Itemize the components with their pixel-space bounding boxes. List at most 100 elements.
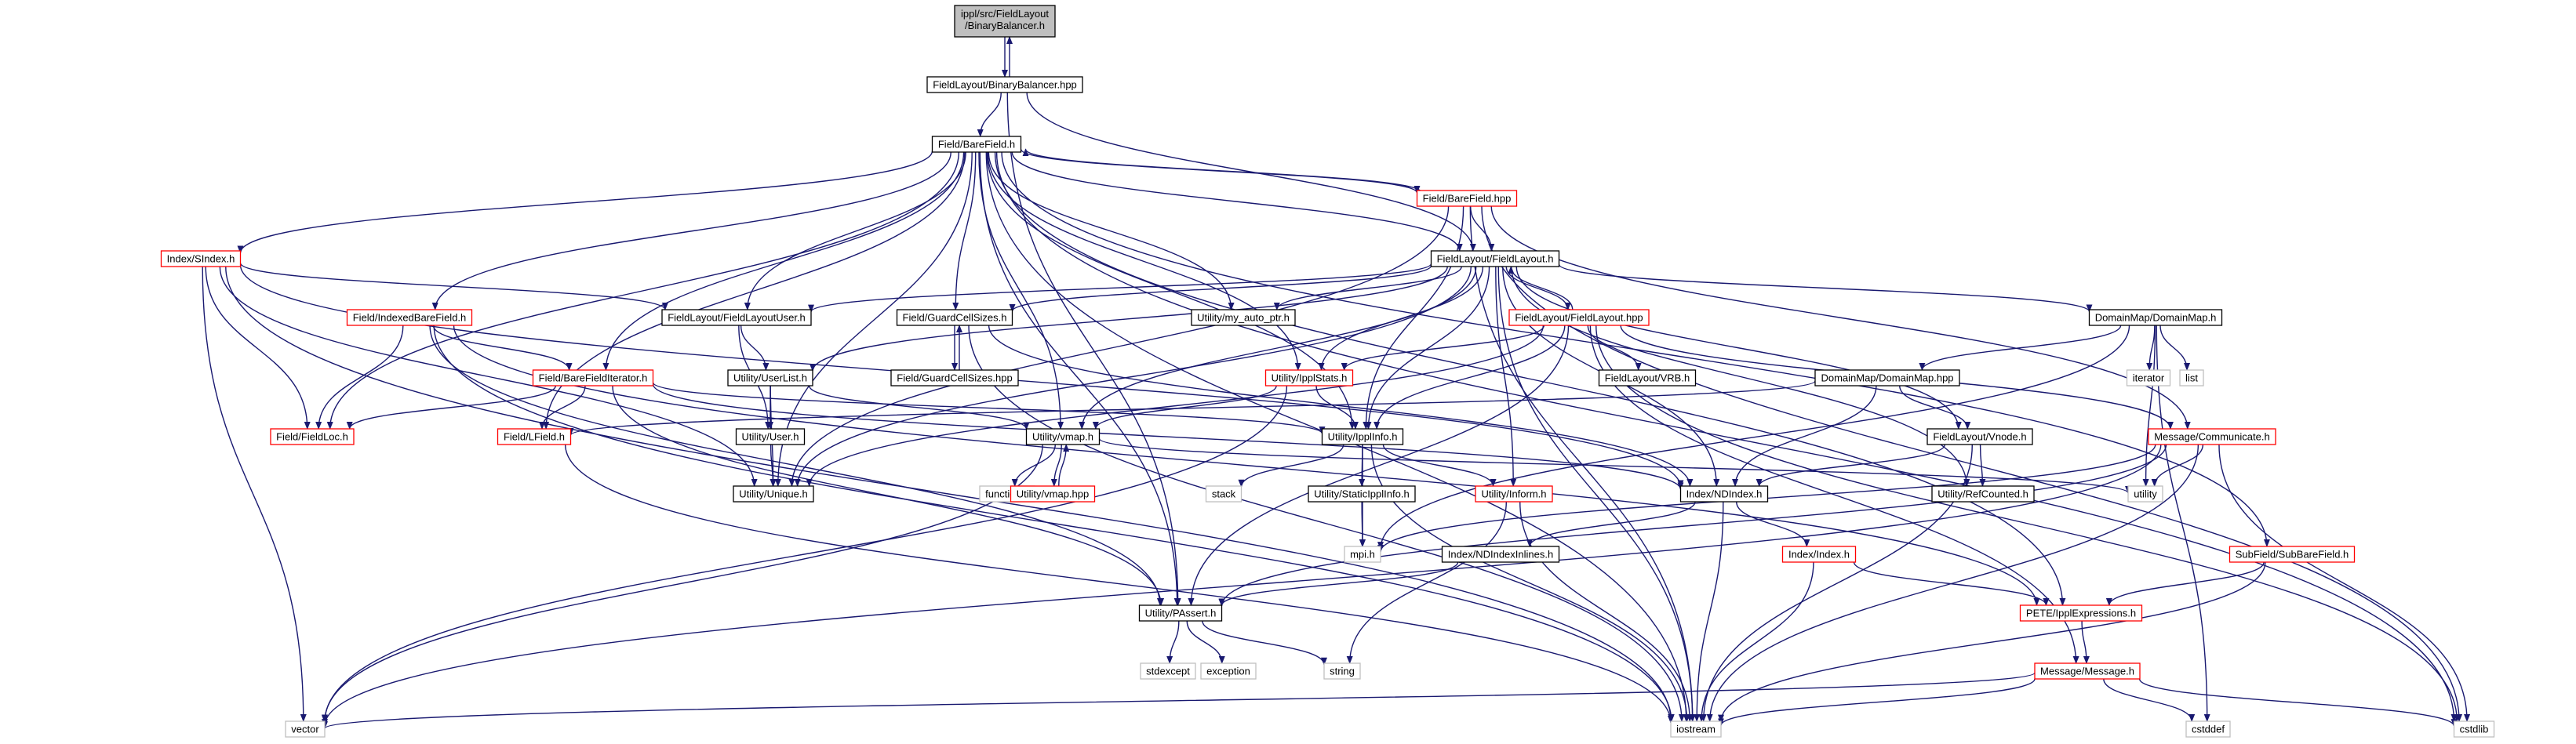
edge <box>2081 620 2090 664</box>
edge <box>740 325 770 371</box>
edge-vmap-to-vmaphpp <box>1050 444 1062 487</box>
edge-inform-to-iostream <box>1519 501 1694 722</box>
node-box <box>2088 309 2223 326</box>
edge-communicate-to-cstdlib <box>2218 444 2471 722</box>
node-box <box>1264 369 1354 387</box>
node-box <box>532 369 654 387</box>
node-box <box>1321 428 1404 445</box>
node-indexedbf[interactable]: Field/IndexedBareField.h <box>346 309 473 326</box>
edge-communicate-to-vector <box>322 444 2162 728</box>
edge <box>968 325 1685 722</box>
node-pete[interactable]: PETE/IpplExpressions.h <box>2019 604 2143 622</box>
node-box <box>1441 546 1560 563</box>
node-stdexcept[interactable]: stdexcept <box>1140 662 1196 680</box>
edge <box>1092 385 1277 430</box>
edge <box>1515 266 1962 430</box>
node-vrb[interactable]: FieldLayout/VRB.h <box>1598 369 1697 387</box>
node-fieldloc[interactable]: Field/FieldLoc.h <box>270 428 355 445</box>
node-refcounted[interactable]: Utility/RefCounted.h <box>1931 485 2035 503</box>
node-box <box>1475 485 1553 503</box>
edge-communicate-to-utility <box>2151 444 2204 487</box>
node-staticippl[interactable]: Utility/StaticIpplInfo.h <box>1308 485 1416 503</box>
node-sindex[interactable]: Index/SIndex.h <box>160 250 242 267</box>
node-exception[interactable]: exception <box>1200 662 1257 680</box>
node-ipplinfo[interactable]: Utility/IpplInfo.h <box>1321 428 1404 445</box>
node-dommaphpp[interactable]: DomainMap/DomainMap.hpp <box>1814 369 1960 387</box>
node-vnode[interactable]: FieldLayout/Vnode.h <box>1927 428 2033 445</box>
edge <box>988 151 1235 310</box>
node-vector[interactable]: vector <box>285 720 326 738</box>
node-label: mpi.h <box>1350 549 1375 561</box>
edge <box>1919 325 2122 371</box>
node-label: string <box>1330 666 1355 677</box>
edge <box>1736 501 1810 547</box>
node-mpi[interactable]: mpi.h <box>1344 546 1381 563</box>
node-dommap[interactable]: DomainMap/DomainMap.h <box>2088 309 2223 326</box>
node-lfield[interactable]: Field/LField.h <box>497 428 572 445</box>
edge-sindex-to-vector <box>202 266 307 722</box>
node-gcshpp[interactable]: Field/GuardCellSizes.hpp <box>890 369 1019 387</box>
edge <box>1188 325 1570 606</box>
node-userh[interactable]: Utility/User.h <box>735 428 806 445</box>
node-flhpp[interactable]: FieldLayout/FieldLayout.hpp <box>1508 309 1650 326</box>
node-iterator[interactable]: iterator <box>2126 369 2171 387</box>
node-communicate[interactable]: Message/Communicate.h <box>2148 428 2276 445</box>
node-inform[interactable]: Utility/Inform.h <box>1475 485 1553 503</box>
node-fieldlayout_h[interactable]: FieldLayout/FieldLayout.h <box>1430 250 1560 267</box>
edge <box>652 383 1684 491</box>
edge <box>612 385 1164 606</box>
node-label: Index/Index.h <box>1788 549 1850 561</box>
node-bb_hpp[interactable]: FieldLayout/BinaryBalancer.hpp <box>926 76 1083 93</box>
edge <box>1050 444 1062 487</box>
edge <box>1718 678 2036 727</box>
edge-dommap-to-cstddef <box>2156 325 2210 722</box>
node-barefield_h[interactable]: Field/BareField.h <box>931 136 1022 153</box>
node-box <box>2229 546 2356 563</box>
edge <box>979 151 1181 606</box>
node-box <box>2034 662 2141 680</box>
edge <box>1519 501 1694 722</box>
edge <box>1346 501 1508 664</box>
node-cstdlib[interactable]: cstdlib <box>2453 720 2495 738</box>
edge-dommap-to-list <box>2159 325 2191 371</box>
node-barefield_hpp[interactable]: Field/BareField.hpp <box>1416 190 1518 207</box>
node-passert[interactable]: Utility/PAssert.h <box>1138 604 1223 622</box>
node-message[interactable]: Message/Message.h <box>2034 662 2141 680</box>
node-box <box>1191 309 1296 326</box>
node-vmaphpp[interactable]: Utility/vmap.hpp <box>1010 485 1096 503</box>
node-label: Field/BareField.hpp <box>1423 193 1512 205</box>
node-ndinline[interactable]: Index/NDIndexInlines.h <box>1441 546 1560 563</box>
node-cstddef[interactable]: cstddef <box>2185 720 2231 738</box>
node-string[interactable]: string <box>1323 662 1361 680</box>
edge-sindex-to-fieldloc <box>205 266 311 430</box>
node-box <box>497 428 572 445</box>
node-userlist[interactable]: Utility/UserList.h <box>727 369 813 387</box>
node-stack[interactable]: stack <box>1205 485 1243 503</box>
node-box <box>1416 190 1518 207</box>
edge <box>1238 444 1344 488</box>
node-bfi[interactable]: Field/BareFieldIterator.h <box>532 369 654 387</box>
node-subbf[interactable]: SubField/SubBareField.h <box>2229 546 2356 563</box>
edge-fieldlayout_h-to-inform <box>1495 266 1517 487</box>
node-ipplstats[interactable]: Utility/IpplStats.h <box>1264 369 1354 387</box>
edge-sindex-to-iostream <box>225 266 1675 722</box>
edge <box>326 151 959 430</box>
node-vmap[interactable]: Utility/vmap.h <box>1025 428 1101 445</box>
node-indexh[interactable]: Index/Index.h <box>1781 546 1857 563</box>
edge <box>1009 265 1432 312</box>
node-unique[interactable]: Utility/Unique.h <box>733 485 814 503</box>
node-iostream[interactable]: iostream <box>1670 720 1722 738</box>
node-gcs[interactable]: Field/GuardCellSizes.h <box>896 309 1013 326</box>
node-root[interactable]: ippl/src/FieldLayout/BinaryBalancer.hipp… <box>0 0 1056 38</box>
edge-fieldlayout_h-to-vnode <box>1515 266 1962 430</box>
node-list[interactable]: list <box>2179 369 2204 387</box>
node-fluser[interactable]: FieldLayout/FieldLayoutUser.h <box>661 309 812 326</box>
node-label: DomainMap/DomainMap.h <box>2095 312 2217 324</box>
node-box <box>1205 485 1243 503</box>
node-ndindex[interactable]: Index/NDIndex.h <box>1679 485 1769 503</box>
edge <box>2105 561 2265 606</box>
node-utility[interactable]: utility <box>2127 485 2163 503</box>
node-label: FieldLayout/FieldLayout.h <box>1437 253 1554 265</box>
node-myauto[interactable]: Utility/my_auto_ptr.h <box>1191 309 1296 326</box>
edge <box>431 151 951 310</box>
